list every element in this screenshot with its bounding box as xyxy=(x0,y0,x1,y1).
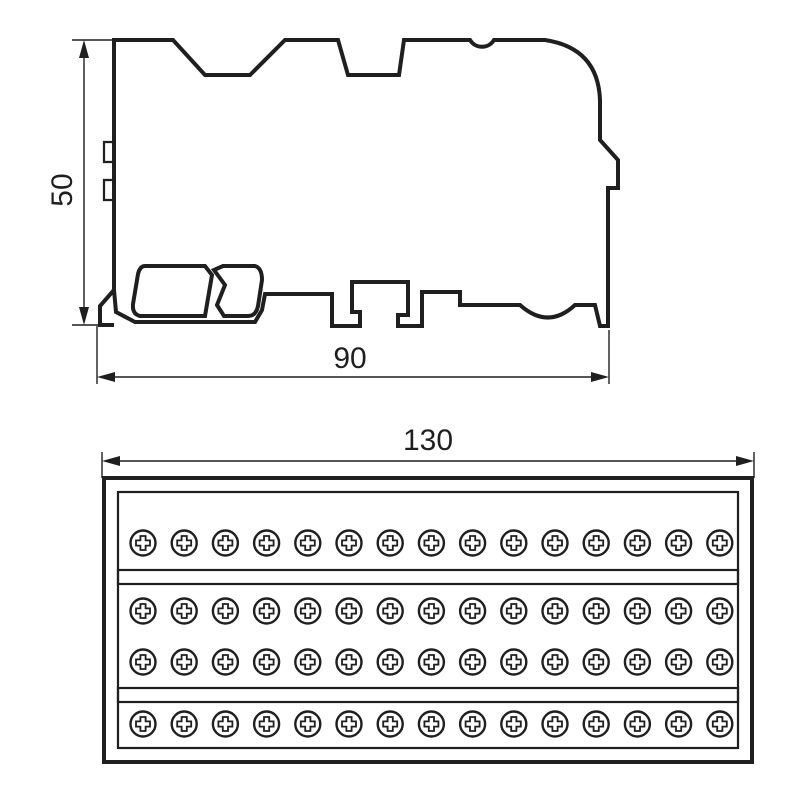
terminal-screw xyxy=(458,529,487,557)
terminal-screw xyxy=(211,597,240,625)
height-dimension-label: 50 xyxy=(46,173,79,206)
terminal-screw xyxy=(335,648,363,676)
terminal-screw xyxy=(335,710,363,738)
terminal-screw xyxy=(706,648,734,676)
terminal-screw xyxy=(623,648,652,676)
side-profile-outline xyxy=(98,38,620,328)
clip-tab-lower xyxy=(102,178,114,202)
terminal-screw xyxy=(417,529,446,557)
terminal-screw xyxy=(706,597,734,625)
terminal-screw xyxy=(129,597,157,625)
terminal-screw xyxy=(129,710,157,738)
cable-entry-left xyxy=(130,264,215,318)
housing-outer xyxy=(102,476,754,764)
terminal-screw xyxy=(458,710,487,738)
terminal-screw xyxy=(500,710,528,738)
height-dimension: 50 xyxy=(46,39,112,326)
terminal-screw xyxy=(541,597,569,625)
terminal-screw xyxy=(129,529,157,557)
terminal-screw xyxy=(623,710,652,738)
terminal-screw xyxy=(500,648,528,676)
terminal-screw xyxy=(706,529,734,557)
terminal-screw xyxy=(458,597,487,625)
bus-bar-separator-1 xyxy=(116,568,740,586)
terminal-screw xyxy=(623,597,652,625)
terminal-screw xyxy=(664,710,693,738)
terminal-screw xyxy=(252,529,281,557)
terminal-screw xyxy=(252,597,281,625)
terminal-screw xyxy=(211,529,240,557)
terminal-screw xyxy=(376,529,404,557)
terminal-screw xyxy=(170,648,198,676)
terminal-screw xyxy=(458,648,487,676)
terminal-screw xyxy=(541,710,569,738)
terminal-screw xyxy=(170,597,198,625)
terminal-screw xyxy=(623,529,652,557)
terminal-screw xyxy=(664,529,693,557)
terminal-screw xyxy=(706,710,734,738)
terminal-screw xyxy=(170,710,198,738)
terminal-screw xyxy=(294,529,322,557)
length-dimension-label: 130 xyxy=(403,424,453,457)
terminal-screw xyxy=(664,597,693,625)
terminal-screw xyxy=(582,648,610,676)
terminal-screw xyxy=(376,597,404,625)
bus-bar-separator-2 xyxy=(116,686,740,704)
terminal-screw xyxy=(252,710,281,738)
length-dimension: 130 xyxy=(101,424,755,478)
terminal-screw xyxy=(541,648,569,676)
terminal-screw xyxy=(541,529,569,557)
terminal-screw xyxy=(294,648,322,676)
terminal-screw xyxy=(211,710,240,738)
terminal-screw xyxy=(170,529,198,557)
terminal-screw xyxy=(376,710,404,738)
cable-entry-right xyxy=(210,264,265,318)
terminal-screw xyxy=(500,597,528,625)
terminal-screw xyxy=(417,597,446,625)
top-view: 130 xyxy=(101,424,755,764)
terminal-screw xyxy=(294,597,322,625)
terminal-screw xyxy=(294,710,322,738)
terminal-screw xyxy=(582,529,610,557)
terminal-screw xyxy=(252,648,281,676)
clip-tab-upper xyxy=(102,140,114,164)
depth-dimension: 90 xyxy=(96,326,610,384)
side-view xyxy=(98,38,620,328)
housing-inner xyxy=(116,490,740,750)
depth-dimension-label: 90 xyxy=(333,342,366,375)
terminal-screw xyxy=(335,529,363,557)
terminal-screw xyxy=(582,710,610,738)
terminal-screw xyxy=(376,648,404,676)
terminal-screws xyxy=(129,529,734,738)
terminal-screw xyxy=(417,710,446,738)
terminal-screw xyxy=(129,648,157,676)
terminal-screw xyxy=(500,529,528,557)
terminal-screw xyxy=(417,648,446,676)
terminal-screw xyxy=(664,648,693,676)
terminal-screw xyxy=(335,597,363,625)
terminal-screw xyxy=(582,597,610,625)
terminal-screw xyxy=(211,648,240,676)
